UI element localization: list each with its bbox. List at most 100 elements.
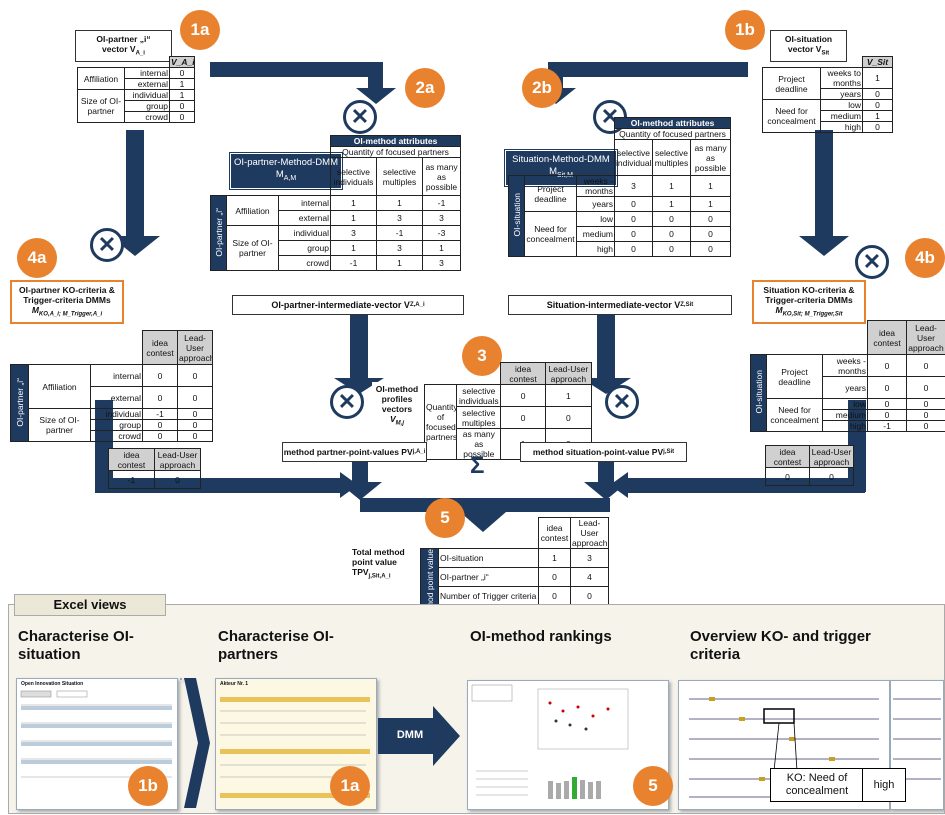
dmm-value: 0 bbox=[614, 226, 654, 242]
oi-partner-dmm-title: OI-partner-Method-DMM MA,M bbox=[230, 153, 342, 189]
total-row-label: OI-situation bbox=[438, 547, 539, 569]
ko-value: 0 bbox=[177, 430, 214, 442]
dmm-side-label-text: OI-partner „i“ bbox=[213, 207, 224, 257]
dmm-side-label-text: OI-situation bbox=[511, 193, 522, 237]
chevron-right-icon bbox=[184, 678, 210, 808]
result-col-header: idea contest bbox=[108, 448, 155, 471]
dmm-value: 0 bbox=[652, 211, 692, 227]
vector-header-empty bbox=[78, 57, 170, 68]
dmm-value: 0 bbox=[614, 211, 654, 227]
ko-value: 0 bbox=[906, 354, 945, 377]
row-label: years bbox=[575, 196, 616, 212]
ko-value: 0 bbox=[142, 364, 179, 387]
dmm-col-header: selective multiples bbox=[652, 139, 692, 176]
total-label: Total method point value TPVj,Sit,A_i bbox=[352, 535, 420, 593]
excel-view-2-label: Characterise OI-partners bbox=[218, 628, 334, 663]
ko-value: 0 bbox=[177, 386, 214, 409]
dmm-col-header: as many as possible bbox=[422, 157, 462, 196]
multiply-icon-3a: ✕ bbox=[330, 385, 364, 419]
dmm-value: 3 bbox=[614, 175, 654, 197]
dmm-value: 0 bbox=[614, 241, 654, 257]
vector-value: 1 bbox=[862, 110, 893, 122]
vector-value: 0 bbox=[862, 121, 893, 133]
row-label: external bbox=[89, 386, 144, 409]
dmm-value: -1 bbox=[376, 225, 424, 241]
oi-partner-intermediate-sub: Z,A_i bbox=[409, 302, 425, 308]
excel-view-3-label: OI-method rankings bbox=[470, 628, 612, 645]
vector-header: V_Sit bbox=[862, 56, 893, 68]
row-label: crowd bbox=[89, 430, 144, 442]
profile-value: 1 bbox=[544, 384, 593, 407]
row-label: individual bbox=[89, 408, 144, 420]
ko-col-header: idea contest bbox=[867, 320, 908, 355]
dmm-attr-header: OI-method attributes bbox=[330, 135, 462, 147]
dmm-value: 1 bbox=[652, 175, 692, 197]
row-label: as many as possible bbox=[456, 428, 502, 460]
excel-view-4-label: Overview KO- and trigger criteria bbox=[690, 628, 871, 663]
row-label: external bbox=[124, 78, 170, 90]
dmm-value: 1 bbox=[376, 195, 424, 211]
vector-header-empty bbox=[763, 57, 863, 68]
dmm-qty-header: Quantity of focused partners bbox=[330, 146, 462, 158]
dmm-value: 0 bbox=[690, 241, 732, 257]
ko-value: 0 bbox=[142, 430, 179, 442]
dmm-value: 3 bbox=[422, 210, 462, 226]
badge-1a-excel: 1a bbox=[330, 766, 370, 806]
ko-side-label-text: OI-partner „i“ bbox=[14, 377, 25, 427]
ko-value: -1 bbox=[867, 420, 908, 432]
dmm-col-header: selective individuals bbox=[614, 139, 654, 176]
total-sub: j,Sit,A_i bbox=[368, 573, 391, 580]
total-value: 1 bbox=[538, 547, 571, 569]
oi-partner-ko-criteria-title: OI-partner KO-criteria & Trigger-criteri… bbox=[19, 284, 115, 305]
row-label: weeks - months bbox=[575, 175, 616, 197]
situation-point-values-label: method situation-point-value PV bbox=[532, 447, 664, 457]
ko-header-empty bbox=[11, 331, 143, 365]
row-label: high bbox=[820, 121, 863, 133]
ko-callout-label: KO: Need of concealment bbox=[785, 772, 849, 797]
badge-1b-excel: 1b bbox=[128, 766, 168, 806]
oi-partner-dmm-title-sub: A,M bbox=[283, 174, 297, 182]
badge-1a: 1a bbox=[180, 10, 220, 50]
oi-partner-vector-vec: vector V bbox=[102, 43, 136, 54]
dmm-value: 1 bbox=[690, 196, 732, 212]
row-label: crowd bbox=[124, 111, 170, 123]
dmm-value: 0 bbox=[614, 196, 654, 212]
total-value: 3 bbox=[570, 547, 609, 569]
result-value: 0 bbox=[809, 467, 854, 486]
badge-2b: 2b bbox=[522, 68, 562, 108]
total-value: 0 bbox=[570, 586, 609, 607]
vector-value: 0 bbox=[862, 99, 893, 111]
row-label: selective individuals bbox=[456, 384, 502, 407]
ko-col-header: Lead-User approach bbox=[177, 330, 214, 365]
row-group-label: Need for concealment bbox=[766, 398, 823, 432]
dmm-value: 1 bbox=[330, 210, 378, 226]
ko-col-header: Lead-User approach bbox=[906, 320, 945, 355]
oi-situation-vector-label: OI-situation vector VSit bbox=[770, 30, 847, 62]
total-value: 0 bbox=[538, 586, 571, 607]
row-group-label: Project deadline bbox=[524, 175, 577, 212]
ko-value: 0 bbox=[867, 376, 908, 399]
row-label: high bbox=[821, 420, 869, 432]
situation-point-values-sub: j,Sit bbox=[663, 449, 675, 455]
dmm-value: 1 bbox=[652, 196, 692, 212]
row-label: low bbox=[575, 211, 616, 227]
ko-value: 0 bbox=[906, 376, 945, 399]
ko-value: 0 bbox=[177, 419, 214, 431]
profile-value: 0 bbox=[500, 406, 546, 429]
oi-situation-sheet-lines bbox=[20, 690, 172, 778]
result-col-header: idea contest bbox=[765, 445, 810, 468]
row-label: years bbox=[820, 88, 863, 100]
excel-view-1-thumbnail[interactable] bbox=[180, 678, 182, 680]
vector-header: V_A_i bbox=[169, 56, 195, 68]
ko-value: 0 bbox=[867, 398, 908, 410]
oi-partner-ko-formula: M bbox=[31, 304, 39, 315]
dmm-value: 3 bbox=[376, 210, 424, 226]
profiles-sym: V bbox=[389, 413, 396, 424]
row-label: weeks to months bbox=[820, 67, 863, 89]
profiles-label: OI-method profiles vectors VM,j bbox=[372, 382, 422, 430]
row-group-label: Need for concealment bbox=[762, 99, 821, 133]
row-label: medium bbox=[820, 110, 863, 122]
result-value: -1 bbox=[108, 470, 155, 489]
